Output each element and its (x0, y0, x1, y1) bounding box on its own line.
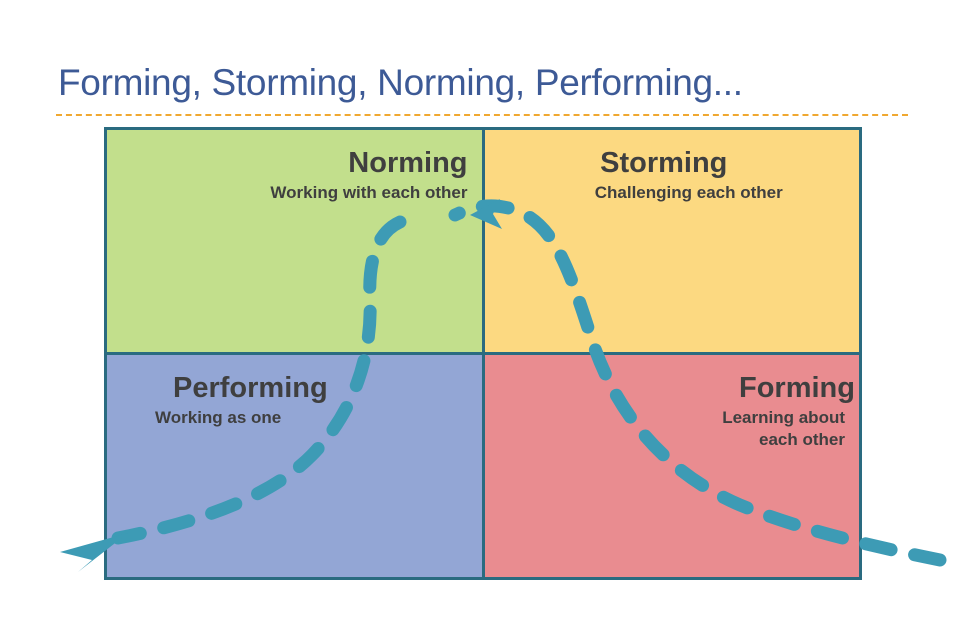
quadrant-performing-title: Performing (173, 372, 328, 404)
quadrant-forming-title: Forming (739, 372, 855, 404)
tuckman-stages-matrix: Norming Working with each other Storming… (104, 127, 862, 580)
page-title: Forming, Storming, Norming, Performing..… (58, 62, 743, 103)
title-divider-rule (56, 114, 908, 116)
quadrant-forming-subtitle: Learning about each other (722, 408, 845, 450)
quadrant-performing[interactable]: Performing Working as one (107, 355, 482, 577)
quadrant-storming-title: Storming (600, 147, 728, 179)
quadrant-forming[interactable]: Forming Learning about each other (484, 355, 859, 577)
quadrant-norming[interactable]: Norming Working with each other (107, 130, 482, 352)
quadrant-norming-subtitle: Working with each other (270, 183, 468, 203)
quadrant-norming-title: Norming (348, 147, 468, 179)
quadrant-storming[interactable]: Storming Challenging each other (484, 130, 859, 352)
quadrant-performing-subtitle: Working as one (155, 408, 282, 428)
quadrant-storming-subtitle: Challenging each other (594, 183, 783, 203)
